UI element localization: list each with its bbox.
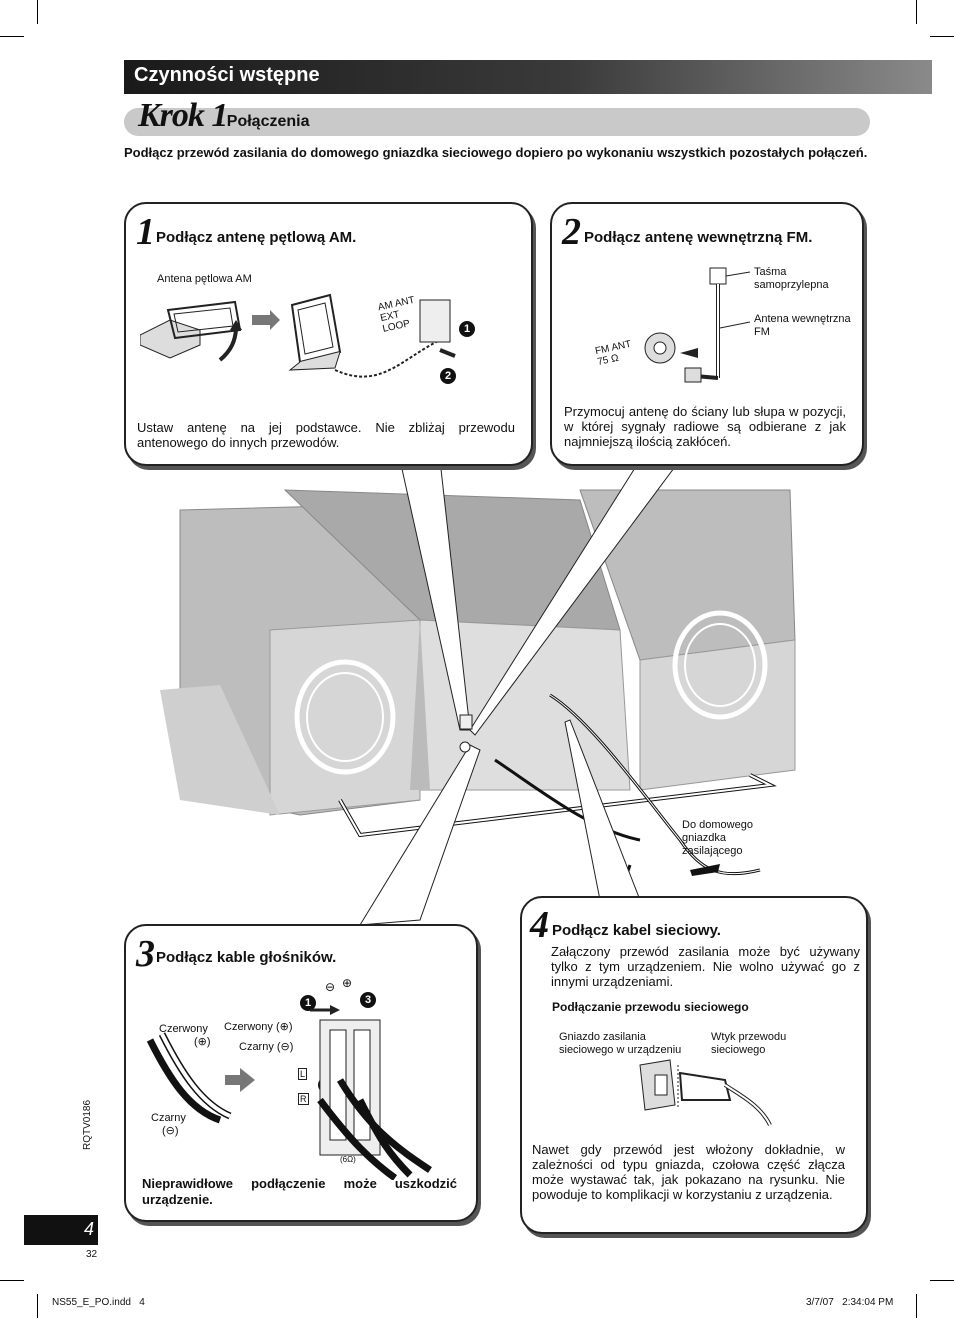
terminal-plus-symbol: ⊕	[342, 976, 353, 990]
impedance-label: (6Ω)	[340, 1155, 356, 1164]
power-plug-illustration	[639, 1059, 772, 1126]
system-illustration	[160, 460, 796, 926]
panel-text: Nawet gdy przewód jest włożony dokładnie…	[532, 1142, 845, 1202]
speaker-cable-illustration	[146, 1005, 432, 1180]
panel-subheading: Podłączanie przewodu sieciowego	[552, 1000, 749, 1014]
step-badge-1: 1	[459, 321, 475, 337]
footer-date: 3/7/07 2:34:04 PM	[806, 1297, 894, 1308]
fm-tape-label: Taśma samoprzylepna	[754, 266, 829, 291]
crop-mark	[916, 1294, 917, 1318]
section-title: Czynności wstępne	[134, 64, 320, 86]
page-number-small: 32	[86, 1249, 98, 1260]
panel-title: Podłącz antenę wewnętrzną FM.	[584, 229, 813, 246]
terminal-L-label: L	[298, 1068, 308, 1080]
footer-file: NS55_E_PO.indd 4	[52, 1297, 145, 1308]
crop-mark	[37, 0, 38, 24]
step-number: 1	[136, 211, 155, 253]
crop-mark	[930, 1280, 954, 1281]
document-code: RQTV0186	[82, 1099, 93, 1150]
wire-black-symbol: (⊖)	[162, 1125, 179, 1137]
step-number: 2	[562, 211, 581, 253]
crop-mark	[930, 36, 954, 37]
crop-mark	[916, 0, 917, 24]
panel-text: Załączony przewód zasilania może być uży…	[551, 944, 860, 989]
step-badge-1: 1	[300, 995, 316, 1011]
crop-mark	[0, 1280, 24, 1281]
crop-mark	[37, 1294, 38, 1318]
fm-antenna-illustration	[644, 267, 751, 383]
terminal-minus-symbol: ⊖	[325, 980, 336, 994]
panel-text: Przymocuj antenę do ściany lub słupa w p…	[564, 404, 846, 449]
intro-text: Podłącz przewód zasilania do domowego gn…	[124, 145, 868, 160]
step-badge-2: 2	[440, 368, 456, 384]
step-subtitle: - Połączenia	[217, 113, 310, 130]
step-title: Krok 1	[138, 97, 228, 134]
step-header-bar	[124, 108, 870, 136]
terminal-red-label: Czerwony (⊕)	[224, 1021, 293, 1033]
fm-antenna-label: Antena wewnętrzna FM	[754, 313, 851, 338]
warning-text: Nieprawidłowe podłączenie może uszkodzić…	[142, 1176, 457, 1207]
wire-red-symbol: (⊕)	[194, 1036, 211, 1048]
outlet-label: Do domowego gniazdka zasilającego	[682, 819, 753, 857]
am-antenna-illustration	[140, 293, 456, 378]
terminal-black-label: Czarny (⊖)	[239, 1041, 294, 1053]
page-number-box	[24, 1215, 98, 1245]
wire-red-label: Czerwony	[159, 1023, 208, 1035]
step-number: 3	[136, 933, 155, 975]
am-antenna-label: Antena pętlowa AM	[157, 273, 252, 285]
plug-label: Wtyk przewodu sieciowego	[711, 1031, 787, 1056]
panel-power-cable	[520, 896, 868, 1234]
wire-black-label: Czarny	[151, 1112, 186, 1124]
section-header-bar	[124, 60, 932, 94]
crop-mark	[0, 36, 24, 37]
panel-title: Podłącz kable głośników.	[156, 949, 337, 966]
terminal-R-label: R	[298, 1093, 309, 1105]
panel-fm-antenna	[550, 202, 864, 466]
panel-text: Ustaw antenę na jej podstawce. Nie zbliż…	[137, 420, 515, 450]
panel-title: Podłącz antenę pętlową AM.	[156, 229, 357, 246]
page-number: 4	[84, 1219, 95, 1239]
panel-title: Podłącz kabel sieciowy.	[552, 922, 721, 939]
socket-label: Gniazdo zasilania sieciowego w urządzeni…	[559, 1031, 682, 1056]
step-badge-3: 3	[360, 992, 376, 1008]
step-number: 4	[530, 904, 549, 946]
